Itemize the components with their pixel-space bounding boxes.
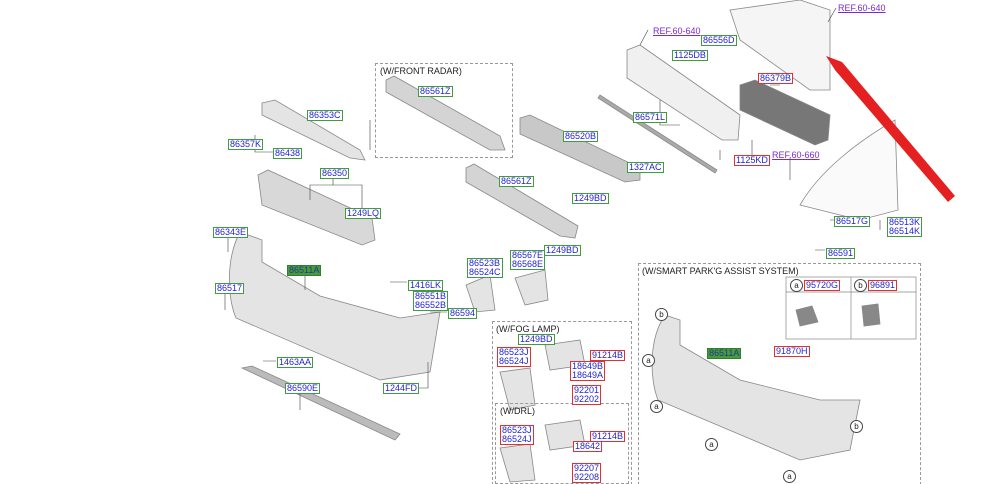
part-label-unavailable[interactable]: 91214B	[590, 431, 626, 442]
fog-lamp-group	[492, 321, 632, 484]
part-label[interactable]: 86591	[826, 248, 856, 259]
lower-grille	[465, 163, 579, 239]
part-label[interactable]: 86556D	[701, 35, 737, 46]
part-label[interactable]: 86357K	[228, 139, 264, 150]
part-number: 18649A	[572, 370, 604, 380]
part-label[interactable]: 86590E	[285, 383, 321, 394]
part-label-highlighted[interactable]: 86511A	[707, 348, 742, 359]
part-label[interactable]: 1125DB	[672, 50, 708, 61]
part-label[interactable]: 86561Z	[499, 176, 534, 187]
part-label-unavailable[interactable]: 1125KD	[734, 155, 770, 166]
part-number: 86523J	[502, 425, 532, 435]
callout-b: b	[850, 420, 863, 433]
part-number: 92208	[574, 472, 600, 482]
part-label[interactable]: 1249BD	[518, 334, 555, 345]
part-label[interactable]: 1249LQ	[345, 208, 382, 219]
drl-lamp	[499, 443, 536, 483]
front-radar-group	[375, 63, 513, 158]
sensor-a	[795, 305, 819, 327]
ref-60-660-link[interactable]: REF.60-660	[772, 150, 820, 160]
part-number: 86551B	[415, 291, 447, 301]
absorber	[519, 114, 641, 183]
part-number: 86513K	[889, 217, 921, 227]
part-label[interactable]: 1463AA	[277, 357, 314, 368]
part-number: 86552B	[415, 300, 447, 310]
part-label[interactable]: 86561Z	[418, 86, 453, 97]
fog-lamp	[499, 367, 536, 411]
carrier	[729, 0, 831, 91]
part-label-highlighted[interactable]: 86511A	[287, 265, 322, 276]
callout-a: a	[790, 279, 803, 292]
part-label[interactable]: 86520B	[563, 131, 599, 142]
part-label[interactable]: 86353C	[307, 110, 343, 121]
part-number: 92201	[574, 385, 600, 395]
smart-park-group	[638, 263, 921, 484]
part-label-unavailable[interactable]: 18642	[573, 441, 603, 452]
radar-grille	[385, 75, 506, 151]
front-radar-title: (W/FRONT RADAR)	[380, 66, 462, 76]
part-label[interactable]: 86571L	[633, 112, 668, 123]
part-label[interactable]: 1249BD	[572, 193, 609, 204]
drl-title: (W/DRL)	[500, 406, 535, 416]
part-label[interactable]: 86517G	[834, 216, 871, 227]
part-label[interactable]: 86594	[448, 308, 478, 319]
part-label[interactable]: 86438	[273, 148, 303, 159]
part-number: 86514K	[889, 226, 921, 236]
part-label[interactable]: 1327AC	[627, 162, 664, 173]
part-label-unavailable[interactable]: 96891	[868, 280, 898, 291]
part-number: 86568E	[512, 259, 544, 269]
callout-a: a	[705, 438, 718, 451]
callout-b: b	[655, 308, 668, 321]
ref-60-640-link[interactable]: REF.60-640	[838, 3, 886, 13]
lower-lip	[240, 365, 401, 441]
part-number: 86523J	[499, 347, 529, 357]
part-number: 92202	[574, 394, 600, 404]
part-label[interactable]: 1244FD	[383, 383, 420, 394]
part-label-unavailable[interactable]: 86379B	[758, 73, 794, 84]
smart-park-title: (W/SMART PARK'G ASSIST SYSTEM)	[642, 266, 799, 276]
part-label[interactable]: 86350	[320, 168, 350, 179]
sensor-b	[861, 303, 881, 327]
grille	[257, 169, 376, 246]
part-label[interactable]: 1416LK	[408, 280, 444, 291]
part-label[interactable]: 86343E	[213, 227, 249, 238]
corner-cover	[514, 269, 549, 306]
part-number: 92207	[574, 463, 600, 473]
part-number: 86524J	[502, 434, 532, 444]
part-number: 86524J	[499, 356, 529, 366]
fog-lamp-title: (W/FOG LAMP)	[496, 324, 560, 334]
part-label-unavailable[interactable]: 91870H	[774, 346, 810, 357]
callout-a: a	[650, 400, 663, 413]
part-number: 86524C	[469, 267, 501, 277]
part-label[interactable]: 1249BD	[544, 245, 581, 256]
grille-upper-trim	[261, 99, 366, 161]
part-number: 18649B	[572, 361, 604, 371]
front-bumper	[228, 231, 441, 381]
side-vent	[465, 274, 496, 313]
callout-a: a	[642, 354, 655, 367]
air-guide	[739, 79, 831, 146]
part-label[interactable]: 86517	[215, 283, 245, 294]
front-strip	[597, 94, 718, 174]
part-number: 86523B	[469, 258, 501, 268]
spa-bumper	[651, 314, 861, 461]
callout-a: a	[783, 470, 796, 483]
ref-60-640-link[interactable]: REF.60-640	[653, 26, 701, 36]
callout-b: b	[854, 279, 867, 292]
part-label-unavailable[interactable]: 95720G	[804, 280, 841, 291]
part-label-unavailable[interactable]: 91214B	[590, 350, 626, 361]
part-number: 86567E	[512, 250, 544, 260]
red-arrow-icon	[826, 56, 955, 202]
